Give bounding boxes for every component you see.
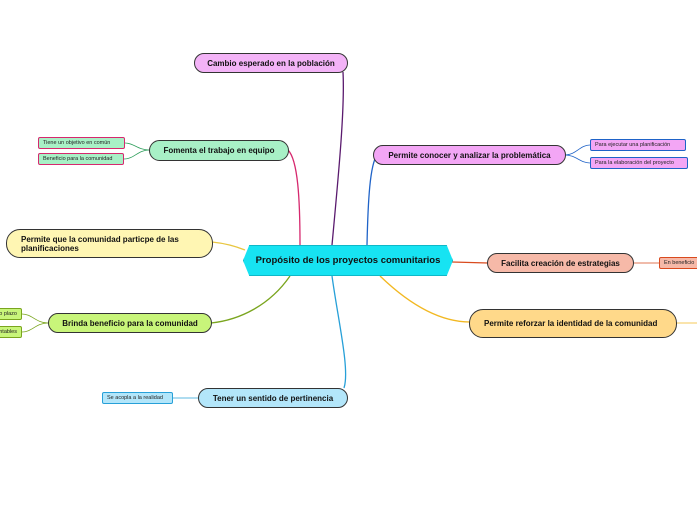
leaf-conocer-ejecutar[interactable]: Para ejecutar una planificación bbox=[590, 139, 686, 151]
connector-leaf-conocer-1 bbox=[564, 144, 591, 156]
connector-leaf-beneficio-2 bbox=[21, 322, 49, 333]
connector-beneficio bbox=[210, 275, 291, 324]
connector-fomenta bbox=[287, 149, 301, 246]
topic-identidad[interactable]: Permite reforzar la identidad de la comu… bbox=[469, 309, 677, 338]
topic-beneficio[interactable]: Brinda beneficio para la comunidad bbox=[48, 313, 212, 333]
leaf-fomenta-objetivo[interactable]: Tiene un objetivo en común bbox=[38, 137, 125, 149]
connector-participe bbox=[211, 241, 246, 251]
leaf-conocer-elaboracion[interactable]: Para la elaboración del proyecto bbox=[590, 157, 688, 169]
connector-leaf-beneficio-1 bbox=[21, 313, 49, 324]
leaf-pertinencia-realidad[interactable]: Se acopla a la realidad bbox=[102, 392, 173, 404]
connector-leaf-conocer-2 bbox=[564, 154, 591, 164]
topic-conocer[interactable]: Permite conocer y analizar la problemáti… bbox=[373, 145, 566, 165]
topic-fomenta[interactable]: Fomenta el trabajo en equipo bbox=[149, 140, 289, 161]
topic-estrategias[interactable]: Facilita creación de estrategias bbox=[487, 253, 634, 273]
leaf-estrategias-beneficio[interactable]: En beneficio bbox=[659, 257, 697, 269]
connector-identidad bbox=[379, 275, 471, 323]
leaf-beneficio-plazo[interactable]: o plazo bbox=[0, 308, 22, 320]
connector-conocer bbox=[366, 154, 378, 246]
connector-leaf-fomenta-2 bbox=[123, 149, 150, 160]
connector-pertinencia bbox=[331, 275, 347, 389]
leaf-fomenta-beneficio[interactable]: Beneficio para la comunidad bbox=[38, 153, 124, 165]
central-topic[interactable]: Propósito de los proyectos comunitarios bbox=[243, 245, 453, 276]
topic-participe[interactable]: Permite que la comunidad particpe de las… bbox=[6, 229, 213, 258]
connector-estrategias bbox=[451, 261, 489, 264]
topic-cambio[interactable]: Cambio esperado en la población bbox=[194, 53, 348, 73]
leaf-beneficio-rentables[interactable]: ntables bbox=[0, 326, 22, 338]
topic-pertinencia[interactable]: Tener un sentido de pertinencia bbox=[198, 388, 348, 408]
connector-cambio bbox=[331, 71, 344, 246]
connector-leaf-fomenta-1 bbox=[124, 142, 150, 151]
